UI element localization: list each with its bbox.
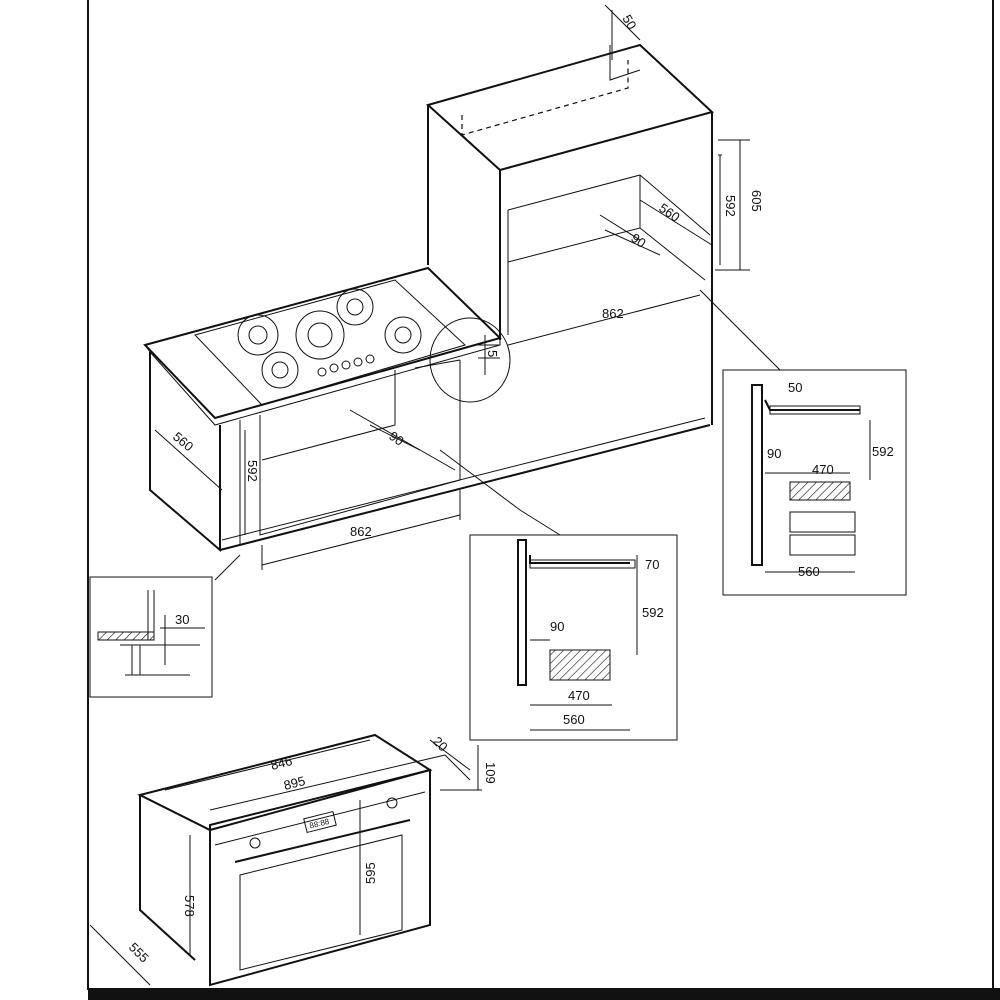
oven-knob-left <box>249 837 261 849</box>
dim-gap: 5 <box>485 350 500 357</box>
dim-oven-depth: 555 <box>126 940 152 966</box>
dim-tall-vent: 90 <box>628 230 648 251</box>
detail-plinth <box>89 576 213 698</box>
dim-oven-panel-height: 109 <box>483 762 498 784</box>
dim-base-depth: 560 <box>170 429 196 454</box>
dim-detail-base-inner-depth: 470 <box>568 688 590 703</box>
dim-base-vent: 90 <box>386 428 406 449</box>
dim-oven-front-width: 895 <box>282 773 307 793</box>
dim-oven-body-width: 846 <box>269 753 294 773</box>
oven-display: 88:88 <box>309 817 331 831</box>
oven-knob-right <box>386 797 398 809</box>
dim-plinth-clearance: 30 <box>175 612 189 627</box>
dim-detail-base-height: 592 <box>642 605 664 620</box>
dim-detail-tall-top: 50 <box>788 380 802 395</box>
dim-detail-tall-height: 592 <box>872 444 894 459</box>
dim-oven-body-height: 578 <box>182 895 197 917</box>
oven-handle <box>234 819 411 863</box>
dim-detail-tall-depth: 560 <box>798 564 820 579</box>
dim-base-width: 862 <box>350 524 372 539</box>
dim-oven-front-height: 595 <box>363 862 378 884</box>
dim-oven-front-thickness: 20 <box>430 734 451 755</box>
dim-detail-base-depth: 560 <box>563 712 585 727</box>
dim-detail-tall-inner-depth: 470 <box>812 462 834 477</box>
dim-tall-height-outer: 605 <box>749 190 764 212</box>
dim-tall-height-inner: 592 <box>723 195 738 217</box>
dim-detail-base-vent: 90 <box>550 619 564 634</box>
dim-tall-top-offset: 50 <box>619 12 639 32</box>
detail-tall-cabinet <box>722 369 907 596</box>
built-in-oven: 88:88 <box>89 733 482 987</box>
dim-detail-tall-vent: 90 <box>767 446 781 461</box>
dimension-lines <box>154 4 795 581</box>
dim-detail-base-top: 70 <box>645 557 659 572</box>
hob-knobs <box>317 354 375 377</box>
tall-cabinet <box>425 43 714 425</box>
dim-tall-depth: 560 <box>656 200 682 225</box>
detail-base-cabinet <box>469 534 678 741</box>
page-border-bottom <box>88 988 1000 1000</box>
burner-icon <box>237 288 422 389</box>
detail-callout-circle <box>429 317 511 403</box>
dim-tall-width: 862 <box>602 306 624 321</box>
countertop-with-hob <box>143 266 511 426</box>
base-cabinet <box>149 352 711 553</box>
dim-base-height: 592 <box>245 460 260 482</box>
